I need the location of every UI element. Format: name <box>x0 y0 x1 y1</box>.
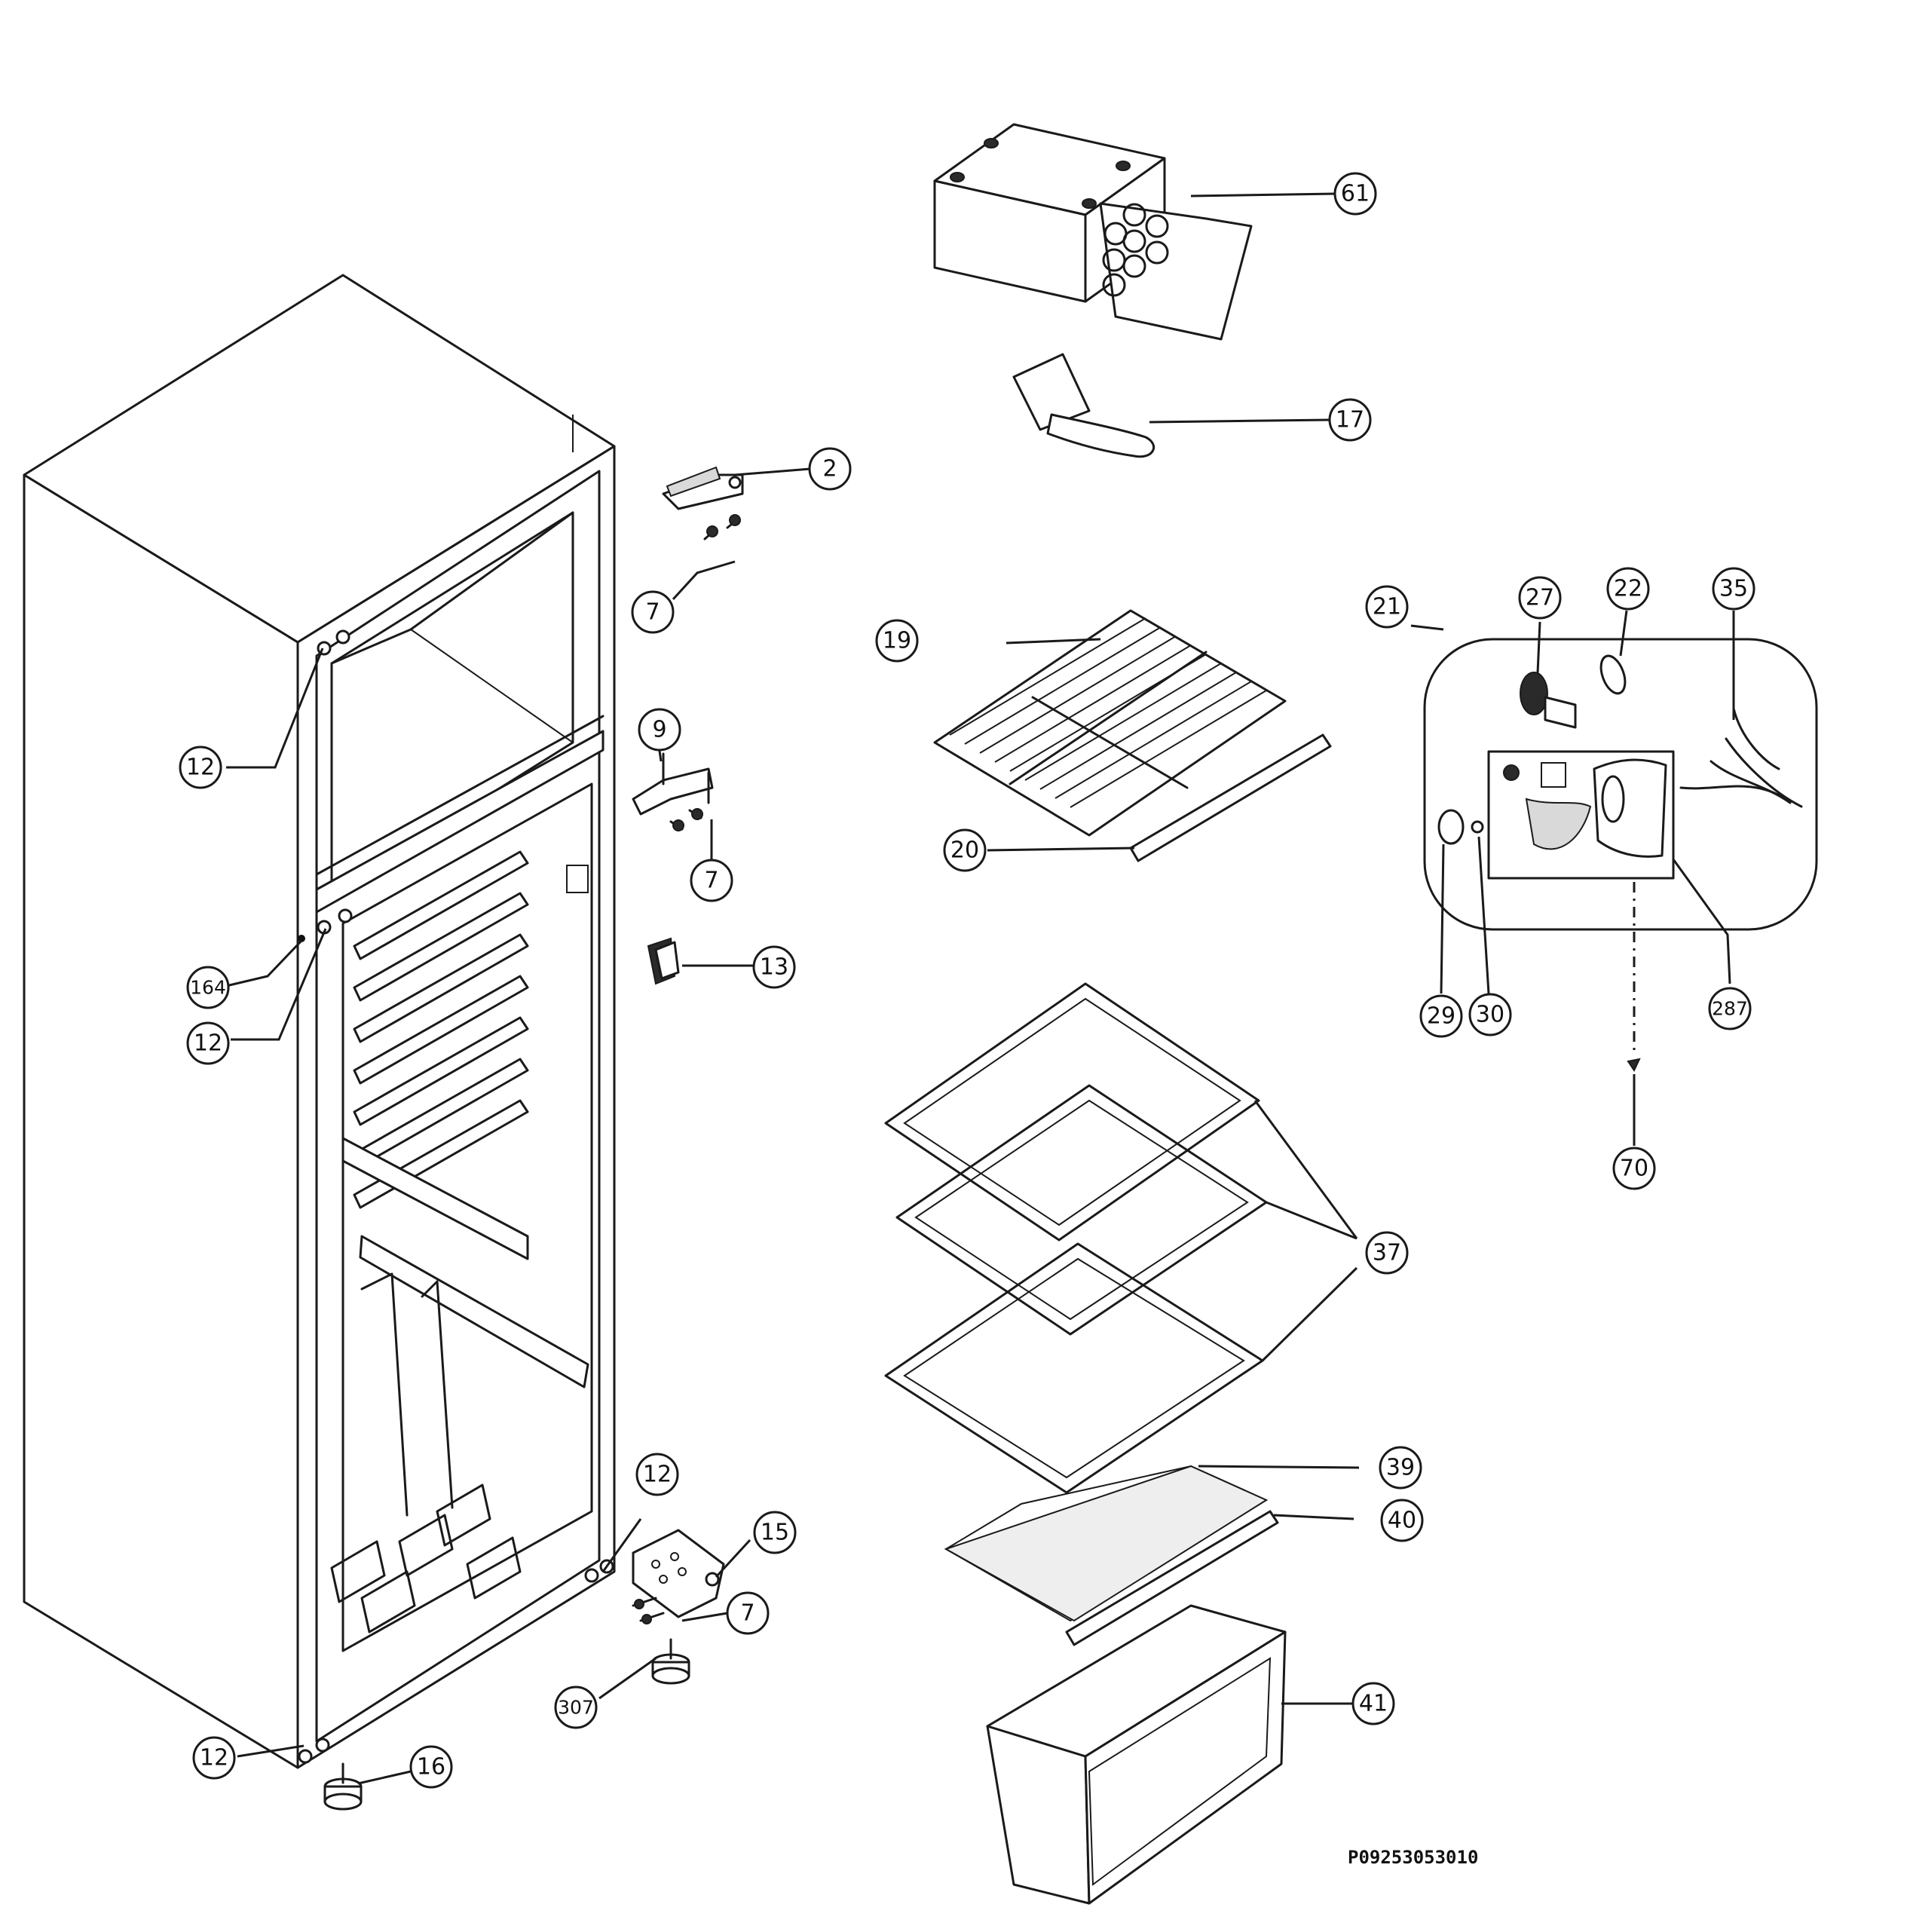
svg-text:13: 13 <box>760 954 788 981</box>
document-code: P09253053010 <box>1348 1847 1478 1868</box>
svg-text:287: 287 <box>1712 998 1748 1020</box>
callouts: 61 17 2 7 19 21 27 22 35 12 9 20 7 164 1… <box>179 172 1755 1789</box>
svg-text:61: 61 <box>1341 181 1370 207</box>
svg-text:7: 7 <box>704 868 718 894</box>
callout-2[interactable]: 2 <box>808 447 852 491</box>
ice-cube-tray <box>1102 203 1169 297</box>
callout-30[interactable]: 30 <box>1468 993 1512 1036</box>
hinge-screws-bottom <box>632 1597 665 1624</box>
cabinet-shelf-rails <box>341 850 529 1260</box>
crisper-cover <box>944 1465 1269 1622</box>
callout-15[interactable]: 15 <box>753 1511 797 1554</box>
callout-164[interactable]: 164 <box>186 966 230 1009</box>
svg-text:41: 41 <box>1359 1691 1388 1717</box>
hinge-screws-top <box>703 514 741 540</box>
svg-text:15: 15 <box>761 1520 789 1546</box>
svg-text:17: 17 <box>1336 407 1364 433</box>
callout-35[interactable]: 35 <box>1712 567 1755 611</box>
crisper-drawer <box>986 1604 1287 1905</box>
top-hinge <box>662 466 744 510</box>
svg-text:21: 21 <box>1373 594 1401 620</box>
callout-41[interactable]: 41 <box>1351 1682 1395 1725</box>
callout-7-middle[interactable]: 7 <box>690 859 733 902</box>
svg-text:164: 164 <box>190 977 226 999</box>
callout-307[interactable]: 307 <box>554 1686 598 1729</box>
adjustable-foot-307 <box>651 1638 690 1685</box>
callout-12-middle[interactable]: 12 <box>186 1021 230 1065</box>
svg-text:12: 12 <box>186 755 215 781</box>
callout-22[interactable]: 22 <box>1606 567 1650 611</box>
callout-13[interactable]: 13 <box>752 945 796 989</box>
refrigerator-cabinet <box>23 274 616 1769</box>
svg-text:7: 7 <box>740 1600 755 1627</box>
callout-19[interactable]: 19 <box>875 619 919 663</box>
svg-text:35: 35 <box>1719 576 1748 602</box>
svg-text:2: 2 <box>822 456 837 482</box>
callout-29[interactable]: 29 <box>1419 994 1463 1038</box>
svg-text:27: 27 <box>1526 585 1554 611</box>
ice-scoop <box>1012 353 1155 458</box>
wire-shelf-rods <box>949 617 1267 808</box>
callout-12-upper[interactable]: 12 <box>179 746 222 789</box>
bottom-hinge <box>632 1529 725 1618</box>
callout-287[interactable]: 287 <box>1708 987 1752 1030</box>
callout-12-bottom[interactable]: 12 <box>192 1736 236 1780</box>
glass-shelves <box>884 982 1268 1494</box>
svg-text:40: 40 <box>1388 1508 1416 1534</box>
svg-text:37: 37 <box>1373 1240 1401 1266</box>
glass-shelf-3 <box>884 1242 1264 1494</box>
hinge-screws-middle <box>669 808 703 831</box>
shelf-front-trim-20 <box>1129 733 1332 862</box>
callout-39[interactable]: 39 <box>1379 1446 1422 1490</box>
light-kit-outline <box>1423 638 1818 931</box>
callout-40[interactable]: 40 <box>1380 1499 1424 1542</box>
wire-shelf <box>933 609 1287 837</box>
svg-text:30: 30 <box>1476 1002 1504 1028</box>
svg-text:19: 19 <box>883 628 911 654</box>
svg-text:9: 9 <box>652 717 666 743</box>
door-switch <box>647 937 680 985</box>
callout-16[interactable]: 16 <box>409 1745 453 1789</box>
crisper-cover-frame-40 <box>1065 1510 1279 1646</box>
callout-12-lower[interactable]: 12 <box>635 1453 679 1496</box>
callout-37[interactable]: 37 <box>1365 1231 1409 1275</box>
callout-7-top[interactable]: 7 <box>631 590 675 634</box>
adjustable-foot-16 <box>323 1762 363 1811</box>
svg-text:22: 22 <box>1614 576 1642 602</box>
thermostat-27 <box>1520 672 1577 729</box>
callout-27[interactable]: 27 <box>1518 576 1562 620</box>
glass-shelf-1 <box>884 982 1260 1242</box>
svg-text:20: 20 <box>950 837 979 864</box>
wiring-harness-35 <box>1679 707 1803 808</box>
leader-lines <box>225 192 1735 1785</box>
callout-20[interactable]: 20 <box>943 828 987 872</box>
ice-maker-assembly <box>933 123 1253 341</box>
bulb-22 <box>1599 654 1627 695</box>
callout-9[interactable]: 9 <box>638 708 681 752</box>
light-kit-components <box>1437 654 1803 1073</box>
callout-61[interactable]: 61 <box>1333 172 1377 216</box>
washer-30 <box>1471 820 1484 834</box>
callout-70[interactable]: 70 <box>1612 1147 1656 1190</box>
screw-70 <box>1627 1058 1641 1073</box>
middle-hinge <box>632 752 714 816</box>
svg-text:70: 70 <box>1620 1156 1648 1182</box>
svg-text:12: 12 <box>200 1745 228 1771</box>
knob-29 <box>1437 809 1465 845</box>
svg-text:29: 29 <box>1427 1003 1455 1030</box>
svg-text:16: 16 <box>417 1754 445 1780</box>
svg-text:7: 7 <box>645 599 660 626</box>
svg-text:12: 12 <box>194 1030 222 1057</box>
svg-text:12: 12 <box>643 1462 672 1488</box>
lamp-cover-287 <box>1487 750 1675 880</box>
callout-17[interactable]: 17 <box>1328 398 1372 442</box>
svg-text:39: 39 <box>1386 1455 1415 1481</box>
callout-7-lower[interactable]: 7 <box>726 1591 770 1635</box>
callout-21[interactable]: 21 <box>1365 585 1409 629</box>
cabinet-floor-slots <box>330 1483 522 1633</box>
svg-text:307: 307 <box>558 1697 594 1719</box>
